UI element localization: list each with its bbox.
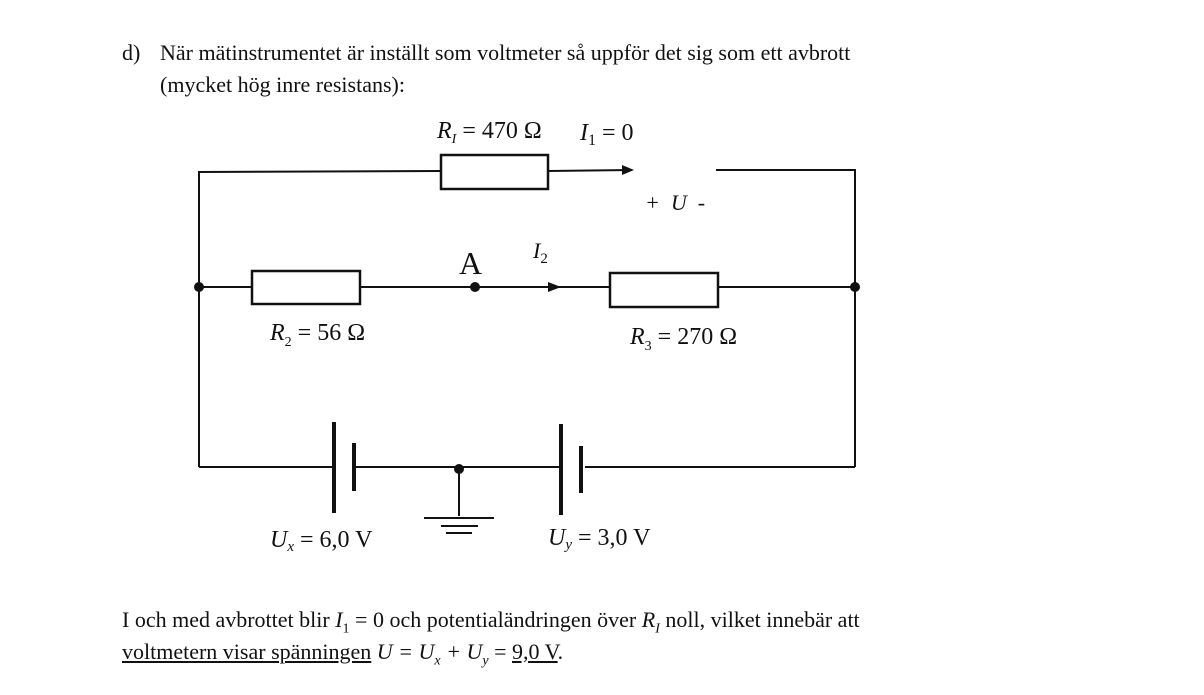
label-r3: R3 = 270 Ω — [629, 324, 737, 354]
question-marker: d) — [122, 40, 141, 65]
label-voltmeter: + U - — [645, 190, 705, 215]
junction-right — [850, 282, 860, 292]
answer-line-1: I och med avbrottet blir I1 = 0 och pote… — [122, 607, 860, 637]
answer-var-r: R — [641, 607, 656, 632]
answer-sub: I — [655, 621, 660, 637]
answer-period: . — [557, 639, 564, 664]
resistor-r1 — [439, 153, 550, 191]
answer-sub: y — [482, 653, 489, 669]
answer-text: I och med avbrottet blir — [122, 607, 336, 632]
junction-left — [194, 282, 204, 292]
answer-sub: 1 — [342, 621, 350, 637]
label-uy: Uy = 3,0 V — [548, 525, 651, 553]
label-r2: R2 = 56 Ω — [269, 320, 365, 350]
resistor-r2 — [250, 269, 362, 306]
answer-var-i: I — [335, 607, 343, 632]
current-arrow-i1 — [622, 165, 634, 175]
question-line-2: (mycket hög inre resistans): — [160, 72, 405, 97]
answer-equation: U = U — [371, 639, 435, 664]
answer-equation: + U — [440, 639, 483, 664]
question-line-1: När mätinstrumentet är inställt som volt… — [160, 40, 851, 65]
label-r1: RI = 470 Ω — [436, 118, 542, 147]
wire-left-top — [198, 170, 442, 467]
current-arrow-i2 — [548, 282, 561, 292]
answer-text: noll, vilket innebär att — [659, 607, 860, 632]
wire-right — [716, 169, 856, 467]
answer-equation: = — [488, 639, 512, 664]
ground-icon — [424, 469, 494, 534]
label-i2: I2 — [532, 238, 548, 267]
answer-text: = 0 och potentialändringen över — [349, 607, 642, 632]
answer-underlined-text: voltmetern visar spänningen — [122, 639, 372, 664]
answer-sub: x — [434, 653, 441, 669]
label-ux: Ux = 6,0 V — [270, 527, 373, 555]
label-i1: I1 = 0 — [579, 120, 634, 149]
wire-r1-out — [547, 169, 633, 172]
answer-line-2: voltmetern visar spänningen U = Ux + Uy … — [122, 639, 563, 669]
label-node-a: A — [459, 245, 482, 281]
node-a — [470, 282, 480, 292]
answer-result: 9,0 V — [512, 639, 558, 664]
resistor-r3 — [608, 271, 720, 309]
